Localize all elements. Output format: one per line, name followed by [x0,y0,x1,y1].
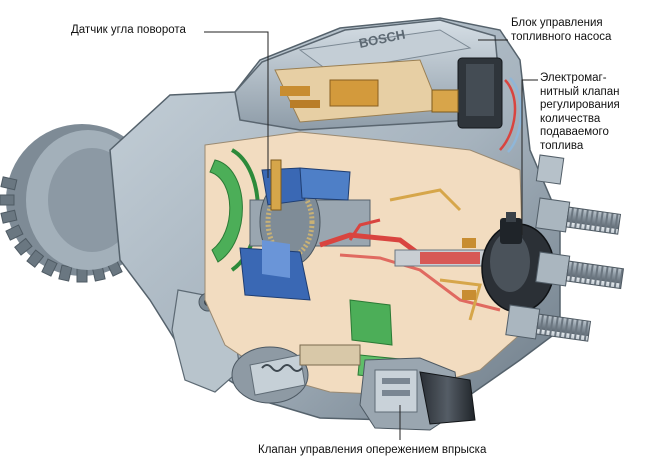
timing-device [231,344,361,404]
delivery-outlets [505,154,625,342]
leader-lines [204,31,538,440]
label-angle-sensor: Датчик угла поворота [71,24,186,38]
label-angle-sensor-text: Датчик угла поворота [71,24,186,36]
label-line: количества [540,112,601,125]
gear-tooth [0,194,15,206]
gear-tooth [5,224,24,241]
label-pump-control-unit: Блок управления топливного насоса [511,17,611,44]
label-timing-valve: Клапан управления опережением впрыска [258,444,486,458]
label-line: топливного насоса [511,30,612,43]
label-line: регулирования [540,99,620,111]
gear-tooth [14,237,33,256]
label-line: Блок управления [511,17,603,29]
leader-angle-sensor [204,31,269,178]
label-solenoid-valve: Электромаг- нитный клапан регулирования … [540,72,620,153]
label-line: нитный клапан [540,85,620,98]
label-line: подаваемого [540,126,609,138]
label-line: топлива [540,139,584,152]
gear-tooth [76,267,88,283]
label-line: Электромаг- [540,72,607,84]
gear-tooth [58,264,73,282]
gear-tooth [0,209,18,224]
control-unit-housing: BOSCH [234,19,523,153]
gear-tooth [0,176,18,191]
leader-solenoid-valve [521,79,538,235]
label-timing-valve-text: Клапан управления опережением впрыска [258,444,487,456]
timing-control-valve [359,357,476,431]
gear-tooth [26,249,45,268]
gear-tooth [41,258,58,277]
